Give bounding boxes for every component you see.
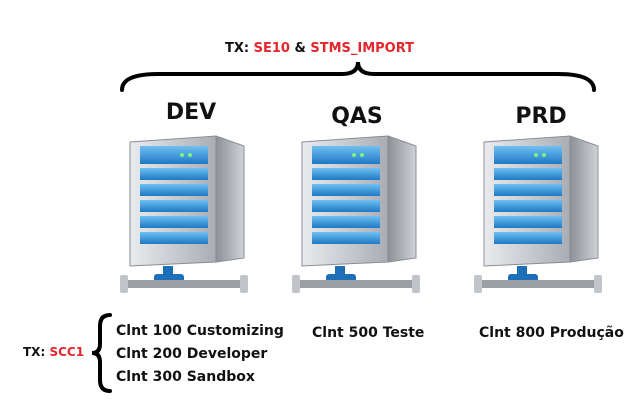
server-icon [292, 135, 420, 293]
env-label-dev: DEV [165, 100, 217, 125]
tx-prefix: TX: [23, 345, 46, 359]
tx-code-stms-import: STMS_IMPORT [310, 41, 415, 56]
list-item: Clnt 800 Produção [479, 325, 624, 341]
vertical-brace-icon [91, 313, 112, 393]
dev-client-list: Clnt 100 Customizing Clnt 200 Developer … [116, 320, 284, 389]
env-label-qas: QAS [331, 104, 383, 129]
tx-code-se10: SE10 [253, 41, 290, 56]
tx-prefix: TX: [224, 41, 250, 56]
list-item: Clnt 500 Teste [312, 325, 425, 341]
qas-client-list: Clnt 500 Teste [312, 322, 424, 345]
env-label-prd: PRD [515, 104, 567, 129]
prd-client-list: Clnt 800 Produção [479, 322, 624, 345]
dev-tx-label: TX: SCC1 [23, 345, 84, 359]
list-item: Clnt 100 Customizing [116, 323, 284, 339]
server-icon [474, 135, 602, 293]
transport-tx-label: TX: SE10 & STMS_IMPORT [0, 41, 639, 56]
list-item: Clnt 200 Developer [116, 346, 268, 362]
tx-code-scc1: SCC1 [49, 345, 85, 359]
list-item: Clnt 300 Sandbox [116, 369, 255, 385]
tx-separator: & [294, 41, 306, 56]
horizontal-brace-icon [120, 61, 596, 92]
server-icon [120, 135, 248, 293]
